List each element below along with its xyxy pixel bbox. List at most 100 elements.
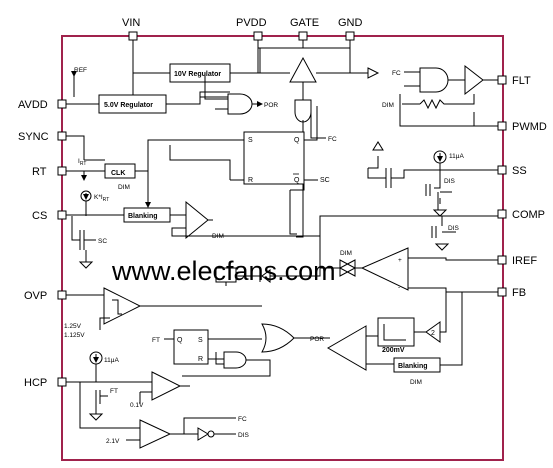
pin-label-comp: COMP <box>512 209 545 221</box>
pin-comp <box>497 209 507 219</box>
v200-box <box>377 317 415 347</box>
pin-label-cs: CS <box>32 210 47 222</box>
sc1-label: SC <box>98 238 107 245</box>
error-amplifier <box>360 247 409 291</box>
pin-label-gate: GATE <box>290 17 319 29</box>
ff1-sc: SC <box>320 177 330 184</box>
ovp-comparator <box>103 287 142 325</box>
i11b-label: 11μA <box>104 357 119 364</box>
pin-avdd <box>57 99 67 109</box>
pin-sync <box>57 131 67 141</box>
pin-label-ss: SS <box>512 165 527 177</box>
pin-pvdd <box>253 31 263 41</box>
ff2-r: R <box>198 356 203 363</box>
sr-latch-2 <box>173 329 209 365</box>
dim-cs-label: DIM <box>212 233 224 240</box>
erramp-minus: - <box>398 284 400 291</box>
pin-label-gnd: GND <box>338 17 363 29</box>
pin-gnd <box>345 31 355 41</box>
fc-and-gate <box>419 67 449 93</box>
ff1-q: Q <box>294 137 300 144</box>
clk-label: CLK <box>111 170 125 177</box>
pin-cs <box>57 210 67 220</box>
dim-resistor <box>419 98 470 110</box>
pin-hcp <box>57 377 67 387</box>
ground-symbol-cs <box>78 261 94 269</box>
fb-comparator <box>327 325 367 371</box>
pin-label-sync: SYNC <box>18 131 49 143</box>
irt-label: IRT <box>78 158 86 167</box>
v01-label: 0.1V <box>130 402 144 409</box>
pin-label-pvdd: PVDD <box>236 17 267 29</box>
ground-symbol-ss <box>432 209 448 217</box>
kirt-label: K*IRT <box>94 194 109 203</box>
pin-label-fb: FB <box>512 287 526 299</box>
por2-label: POR <box>310 336 324 343</box>
gate-driver <box>289 56 317 83</box>
dis-inverter <box>197 427 209 441</box>
dim1-label: DIM <box>382 102 394 109</box>
pin-vin <box>128 31 138 41</box>
chip-outline <box>61 35 504 461</box>
pin-label-hcp: HCP <box>24 377 47 389</box>
i11a-label: 11μA <box>449 153 464 160</box>
pin-label-rt: RT <box>32 166 47 178</box>
ff2-s: S <box>198 337 203 344</box>
flt-buffer <box>464 64 484 96</box>
dis1-label: DIS <box>444 178 456 185</box>
pin-label-ovp: OVP <box>24 290 47 302</box>
gate-and-gate <box>294 99 312 123</box>
dis3-label: DIS <box>238 432 250 439</box>
ft2-label: FT <box>110 388 118 395</box>
fc2-label: FC <box>328 136 337 143</box>
blanking-2-label: Blanking <box>398 363 428 370</box>
sr-latch-1 <box>243 131 305 185</box>
blanking-1-label: Blanking <box>128 213 158 220</box>
pin-flt <box>497 75 507 85</box>
ft1-label: FT <box>152 337 160 344</box>
pin-label-iref: IREF <box>512 255 537 267</box>
pin-label-pwmd: PWMD <box>512 121 547 133</box>
pin-label-vin: VIN <box>122 17 140 29</box>
pin-pwmd <box>497 121 507 131</box>
pin-gate <box>298 31 308 41</box>
ss-switch-arrow <box>372 141 384 151</box>
x2-label: 2 <box>431 330 435 337</box>
pin-fb <box>497 287 507 297</box>
pin-label-flt: FLT <box>512 75 531 87</box>
ground-symbol-comp <box>434 243 450 251</box>
pin-ovp <box>57 290 67 300</box>
ff1-r: R <box>248 177 253 184</box>
pin-ss <box>497 165 507 175</box>
erramp-plus: + <box>398 257 402 264</box>
dim-blank-label: DIM <box>410 379 422 386</box>
regulator-5v-label: 5.0V Regulator <box>104 102 153 109</box>
por1-label: POR <box>264 102 278 109</box>
fault-comparator <box>139 419 172 449</box>
ground-symbol-hcp <box>88 413 104 421</box>
dim-iref-label: DIM <box>340 250 352 257</box>
dim-clk-label: DIM <box>118 184 130 191</box>
ff1-qbar: Q <box>294 177 300 184</box>
v125-label: 1.25V <box>64 323 82 330</box>
ff1-s: S <box>248 137 253 144</box>
hcp-comparator <box>151 371 182 401</box>
transmission-gate <box>338 259 357 277</box>
ref-label: REF <box>74 67 87 74</box>
v1125-label: 1.125V <box>64 332 85 339</box>
regulator-10v-label: 10V Regulator <box>174 71 221 78</box>
watermark: www.elecfans.com <box>111 256 336 286</box>
fc1-label: FC <box>392 70 401 77</box>
ft-and-gate <box>223 351 247 369</box>
pin-label-avdd: AVDD <box>18 99 48 111</box>
fc3-label: FC <box>238 416 247 423</box>
ff2-q: Q <box>177 337 183 344</box>
pin-rt <box>57 166 67 176</box>
pin-iref <box>497 255 507 265</box>
dis2-label: DIS <box>448 225 460 232</box>
cs-comparator <box>185 200 209 240</box>
v200-label: 200mV <box>382 347 405 354</box>
por-or-gate <box>261 323 295 353</box>
por-and-gate <box>227 93 253 115</box>
